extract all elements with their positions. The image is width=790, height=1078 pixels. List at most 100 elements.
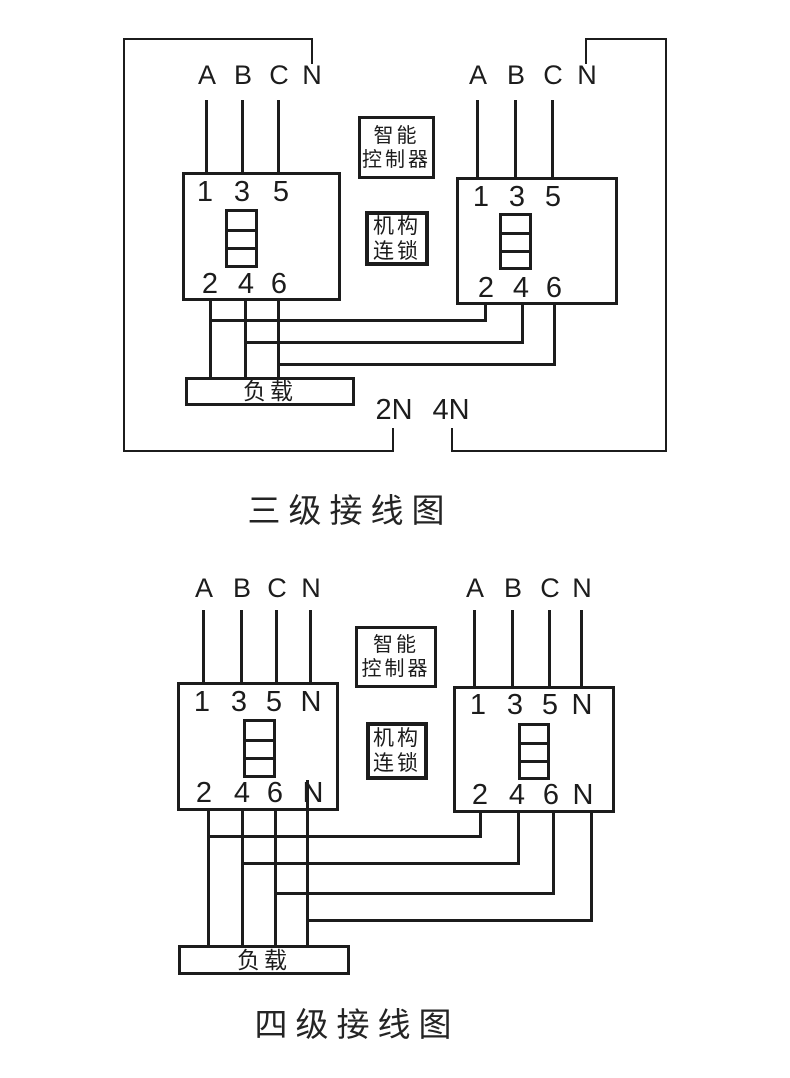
wire-load-6 [277,301,280,378]
contact-cell-divider [502,250,529,253]
terminal-label-4: 4 [512,272,530,304]
terminal-label-2: 2 [477,272,495,304]
wire-phase-a [473,610,476,687]
wire-right-drop-2 [484,305,487,322]
terminal-label-5: 5 [544,181,562,213]
wire-phase-n [580,610,583,687]
load-box: 负载 [185,377,355,406]
terminal-label-4: 4 [508,779,526,811]
wire-phase-c [551,100,554,178]
interlock-label-line2: 连锁 [373,238,421,263]
terminal-label-1: 1 [469,689,487,721]
contact-indicator [499,213,532,270]
frame-bottom-right [451,450,667,452]
phase-label-c: C [269,60,289,90]
contact-cell-divider [521,760,547,763]
phase-label-b: B [233,60,253,90]
terminal-label-1: 1 [193,686,211,718]
terminal-label-4: 4 [233,777,251,809]
phase-label-a: A [468,60,488,90]
controller-label-line2: 控制器 [361,658,431,680]
interlock-label-line2: 连锁 [373,751,421,775]
wire-load-6 [274,811,277,946]
wire-right-drop-2 [479,813,482,838]
terminal-label-3: 3 [508,181,526,213]
wire-phase-c [277,100,280,173]
terminal-label-6: 6 [545,272,563,304]
load-label: 负载 [243,379,297,404]
terminal-label-4: 4 [237,268,255,300]
wire-jumper-2 [209,319,487,322]
wire-load-2 [207,811,210,946]
wire-phase-a [476,100,479,178]
contact-cell-divider [228,247,255,250]
tap-stub-2n [392,428,394,452]
controller-box: 智能 控制器 [355,626,437,688]
wire-jumper-4 [244,341,524,344]
terminal-label-2: 2 [201,268,219,300]
terminal-label-n: N [571,689,593,721]
phase-label-c: C [540,573,560,603]
phase-label-a: A [465,573,485,603]
contact-indicator [243,719,276,778]
frame-top-left [123,38,313,40]
frame-left-edge [123,38,125,452]
terminal-label-6: 6 [266,777,284,809]
wire-load-4 [244,301,247,378]
controller-label-line1: 智能 [373,634,419,656]
interlock-label-line1: 机构 [373,213,421,238]
terminal-label-3: 3 [233,176,251,208]
terminal-label-5: 5 [272,176,290,208]
terminal-label-3: 3 [230,686,248,718]
wire-phase-b [514,100,517,178]
interlock-label-line1: 机构 [373,726,421,750]
terminal-label-n: N [300,686,322,718]
wire-right-drop-4 [521,305,524,344]
breaker-right-box [456,177,618,305]
phase-label-b: B [506,60,526,90]
phase-label-b: B [503,573,523,603]
wire-phase-b [511,610,514,687]
wire-jumper-n [306,919,593,922]
terminal-label-6: 6 [270,268,288,300]
interlock-box: 机构 连锁 [366,722,428,780]
wire-jumper-6 [274,892,555,895]
wire-phase-n [309,610,312,683]
frame-top-right [585,38,667,40]
phase-label-n: N [302,60,322,90]
phase-label-b: B [232,573,252,603]
wire-phase-b [241,100,244,173]
controller-box: 智能 控制器 [358,116,435,179]
contact-cell-divider [521,742,547,745]
neutral-tap-label-2n: 2N [375,394,413,426]
terminal-label-1: 1 [472,181,490,213]
wire-phase-a [202,610,205,683]
breaker-left-box [182,172,341,301]
wire-right-drop-n [590,813,593,922]
contact-cell-divider [502,232,529,235]
wire-load-2 [209,301,212,378]
wire-phase-b [240,610,243,683]
diagram-title: 四级接线图 [254,1008,460,1044]
neutral-tap-label-4n: 4N [432,394,470,426]
wire-jumper-4 [241,862,520,865]
contact-indicator [518,723,550,780]
contact-cell-divider [246,739,273,742]
wire-jumper-2 [207,835,482,838]
frame-right-edge [665,38,667,452]
contact-cell-divider [228,229,255,232]
terminal-label-5: 5 [541,689,559,721]
phase-label-n: N [301,573,321,603]
wire-right-drop-6 [552,813,555,895]
wire-right-drop-4 [517,813,520,865]
controller-label-line1: 智能 [373,124,420,147]
contact-cell-divider [246,757,273,760]
phase-label-a: A [194,573,214,603]
wire-load-4 [241,811,244,946]
neutral-stub-right [585,38,587,64]
wire-jumper-6 [277,363,556,366]
load-box: 负载 [178,945,350,975]
terminal-label-2: 2 [195,777,213,809]
wire-phase-a [205,100,208,173]
